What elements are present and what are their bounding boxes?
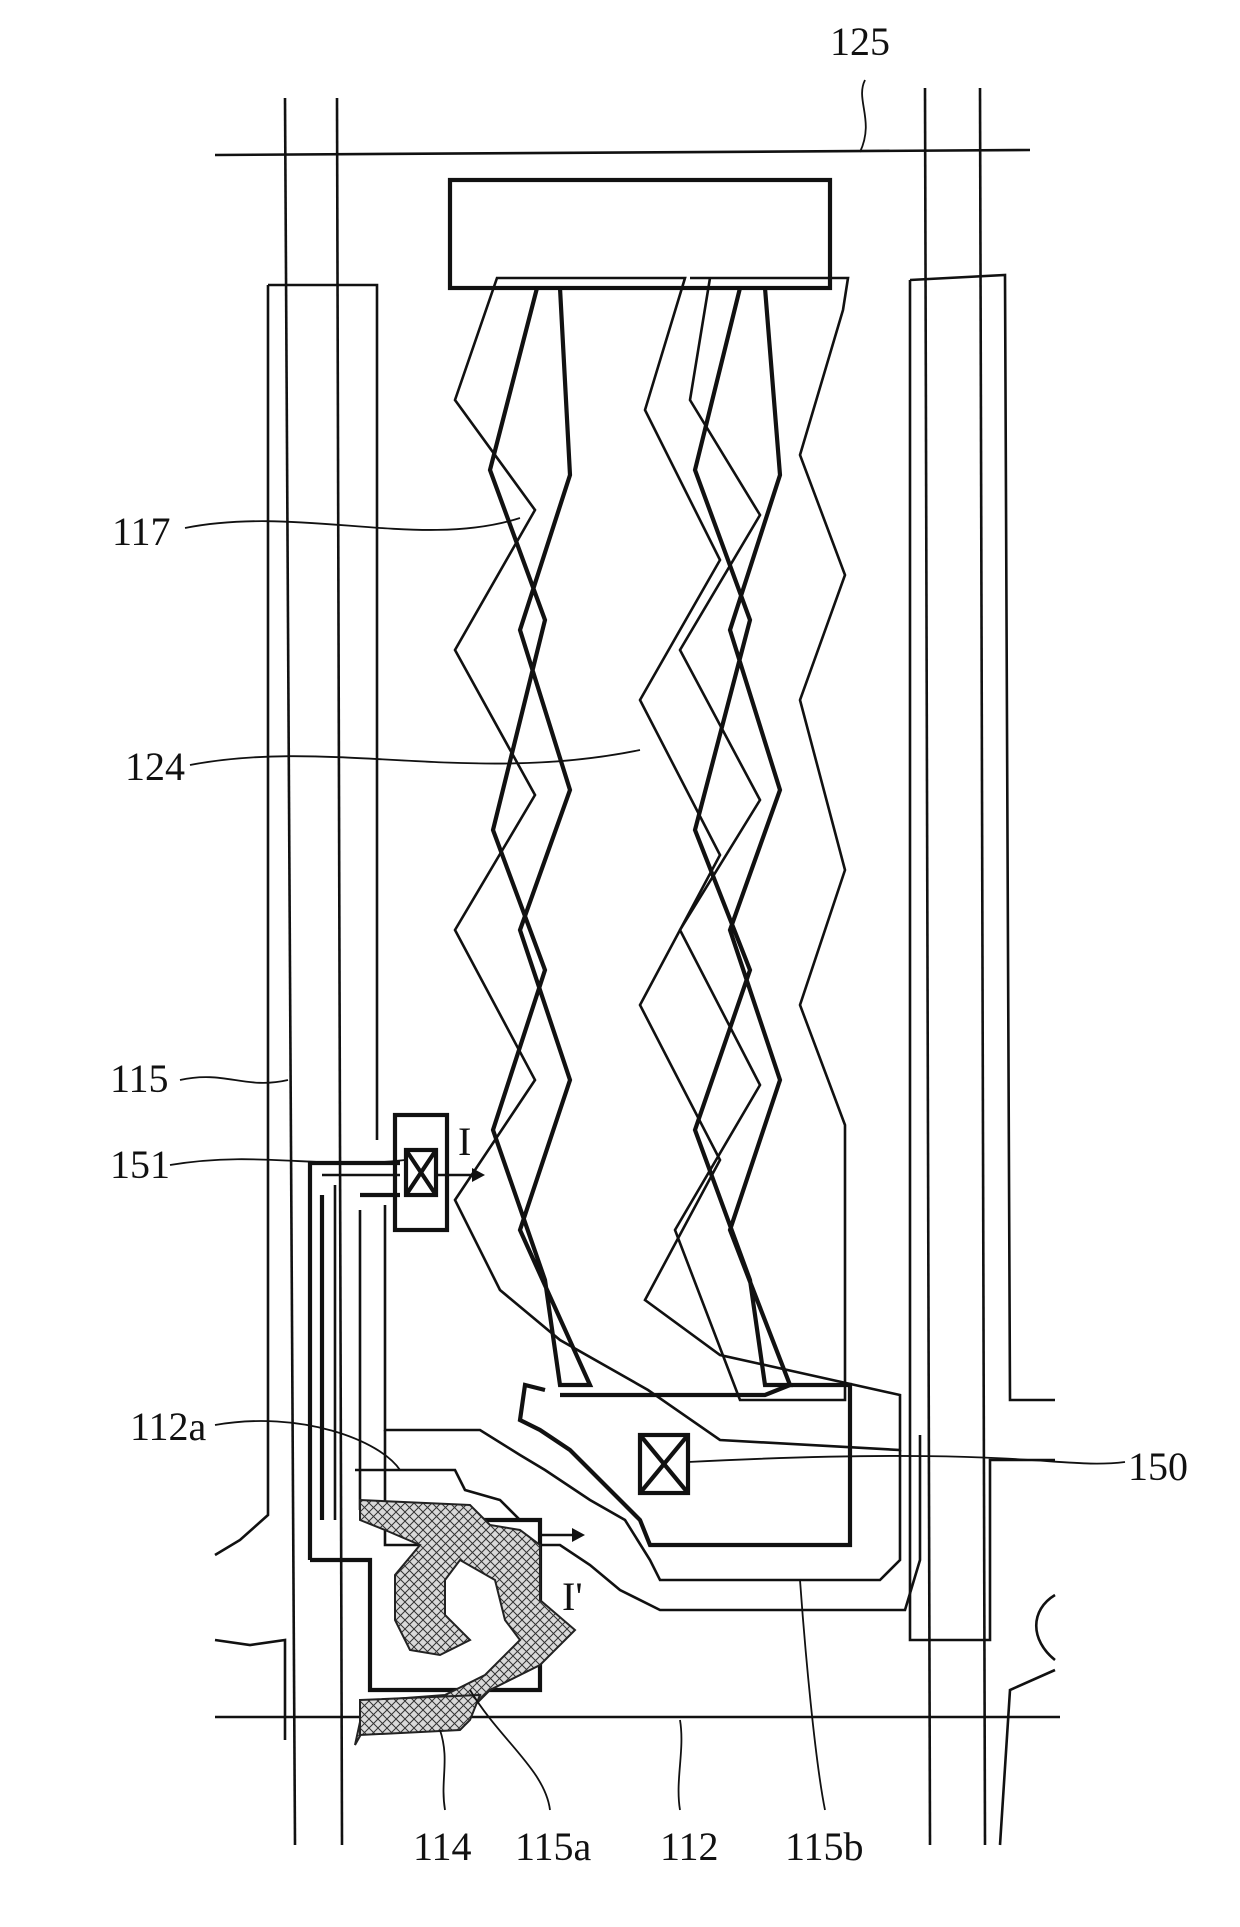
leader-115a (470, 1690, 550, 1810)
semiconductor-114-lower (360, 1695, 480, 1735)
label-I: I (458, 1119, 471, 1164)
label-150: 150 (1128, 1444, 1188, 1489)
leader-115b (800, 1580, 825, 1810)
label-112a: 112a (130, 1404, 207, 1449)
adjacent-pixel-edge (1000, 1595, 1055, 1845)
label-I-prime: I' (562, 1574, 583, 1619)
label-112: 112 (660, 1824, 719, 1869)
leader-117 (185, 518, 520, 530)
data-line-right-outer (925, 88, 930, 1845)
section-arrow-I-head (472, 1168, 485, 1182)
leader-125 (860, 80, 866, 152)
label-117: 117 (112, 509, 171, 554)
label-115b: 115b (785, 1824, 864, 1869)
pixel-electrode-117 (455, 278, 900, 1450)
data-line-right-inner (980, 88, 985, 1845)
leader-150 (688, 1456, 1125, 1464)
leader-114 (440, 1730, 445, 1810)
data-line-left-outer (285, 98, 295, 1845)
label-125: 125 (830, 19, 890, 64)
common-electrode-head (450, 180, 830, 288)
data-line-left-inner (337, 98, 342, 1845)
leader-115 (180, 1077, 288, 1083)
label-124: 124 (125, 744, 185, 789)
label-151: 151 (110, 1142, 170, 1187)
leader-124 (190, 750, 640, 765)
leader-112 (679, 1720, 682, 1810)
section-arrow-Ip-head (572, 1528, 585, 1542)
pixel-electrode-bottom-bar (520, 1385, 850, 1545)
label-115: 115 (110, 1056, 169, 1101)
label-114: 114 (413, 1824, 472, 1869)
common-line-115-left (215, 285, 377, 1740)
label-115a: 115a (515, 1824, 592, 1869)
leader-112a (215, 1421, 400, 1470)
pixel-finger-left (490, 288, 590, 1385)
